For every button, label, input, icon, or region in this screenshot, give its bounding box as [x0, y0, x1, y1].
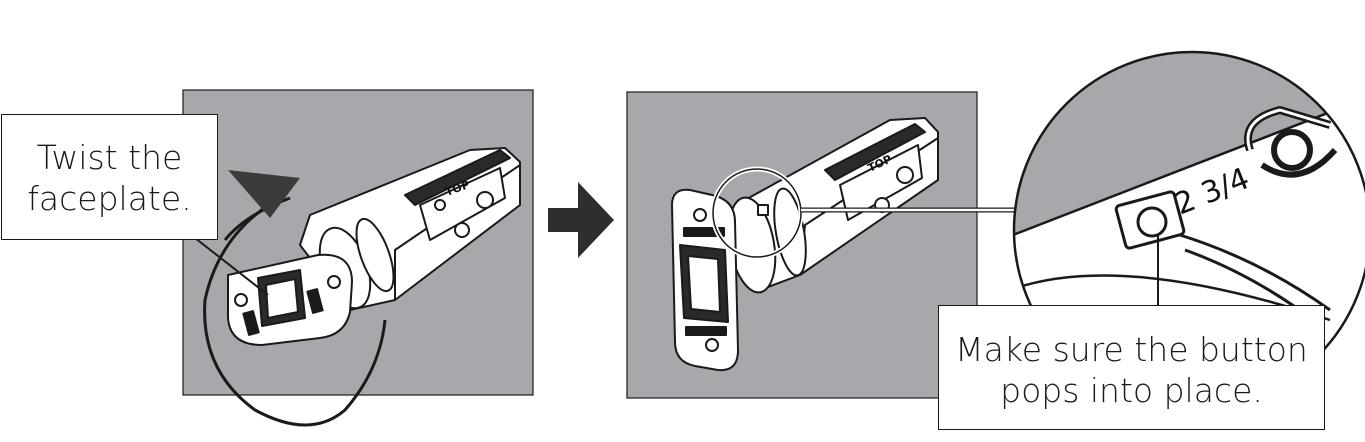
- twist-faceplate-callout: Twist the faceplate.: [1, 114, 218, 240]
- callout-line: Twist the: [36, 138, 183, 177]
- next-step-arrow-icon: [548, 182, 614, 258]
- button-pops-callout: Make sure the button pops into place.: [938, 305, 1325, 430]
- callout-line: pops into place.: [1000, 371, 1263, 410]
- step1-leader-line: [194, 237, 269, 296]
- callout-line: Make sure the button: [955, 330, 1308, 369]
- step1-latch: [227, 147, 521, 346]
- callout-line: faceplate.: [27, 179, 192, 218]
- magnifier-circle-icon: [710, 166, 1020, 260]
